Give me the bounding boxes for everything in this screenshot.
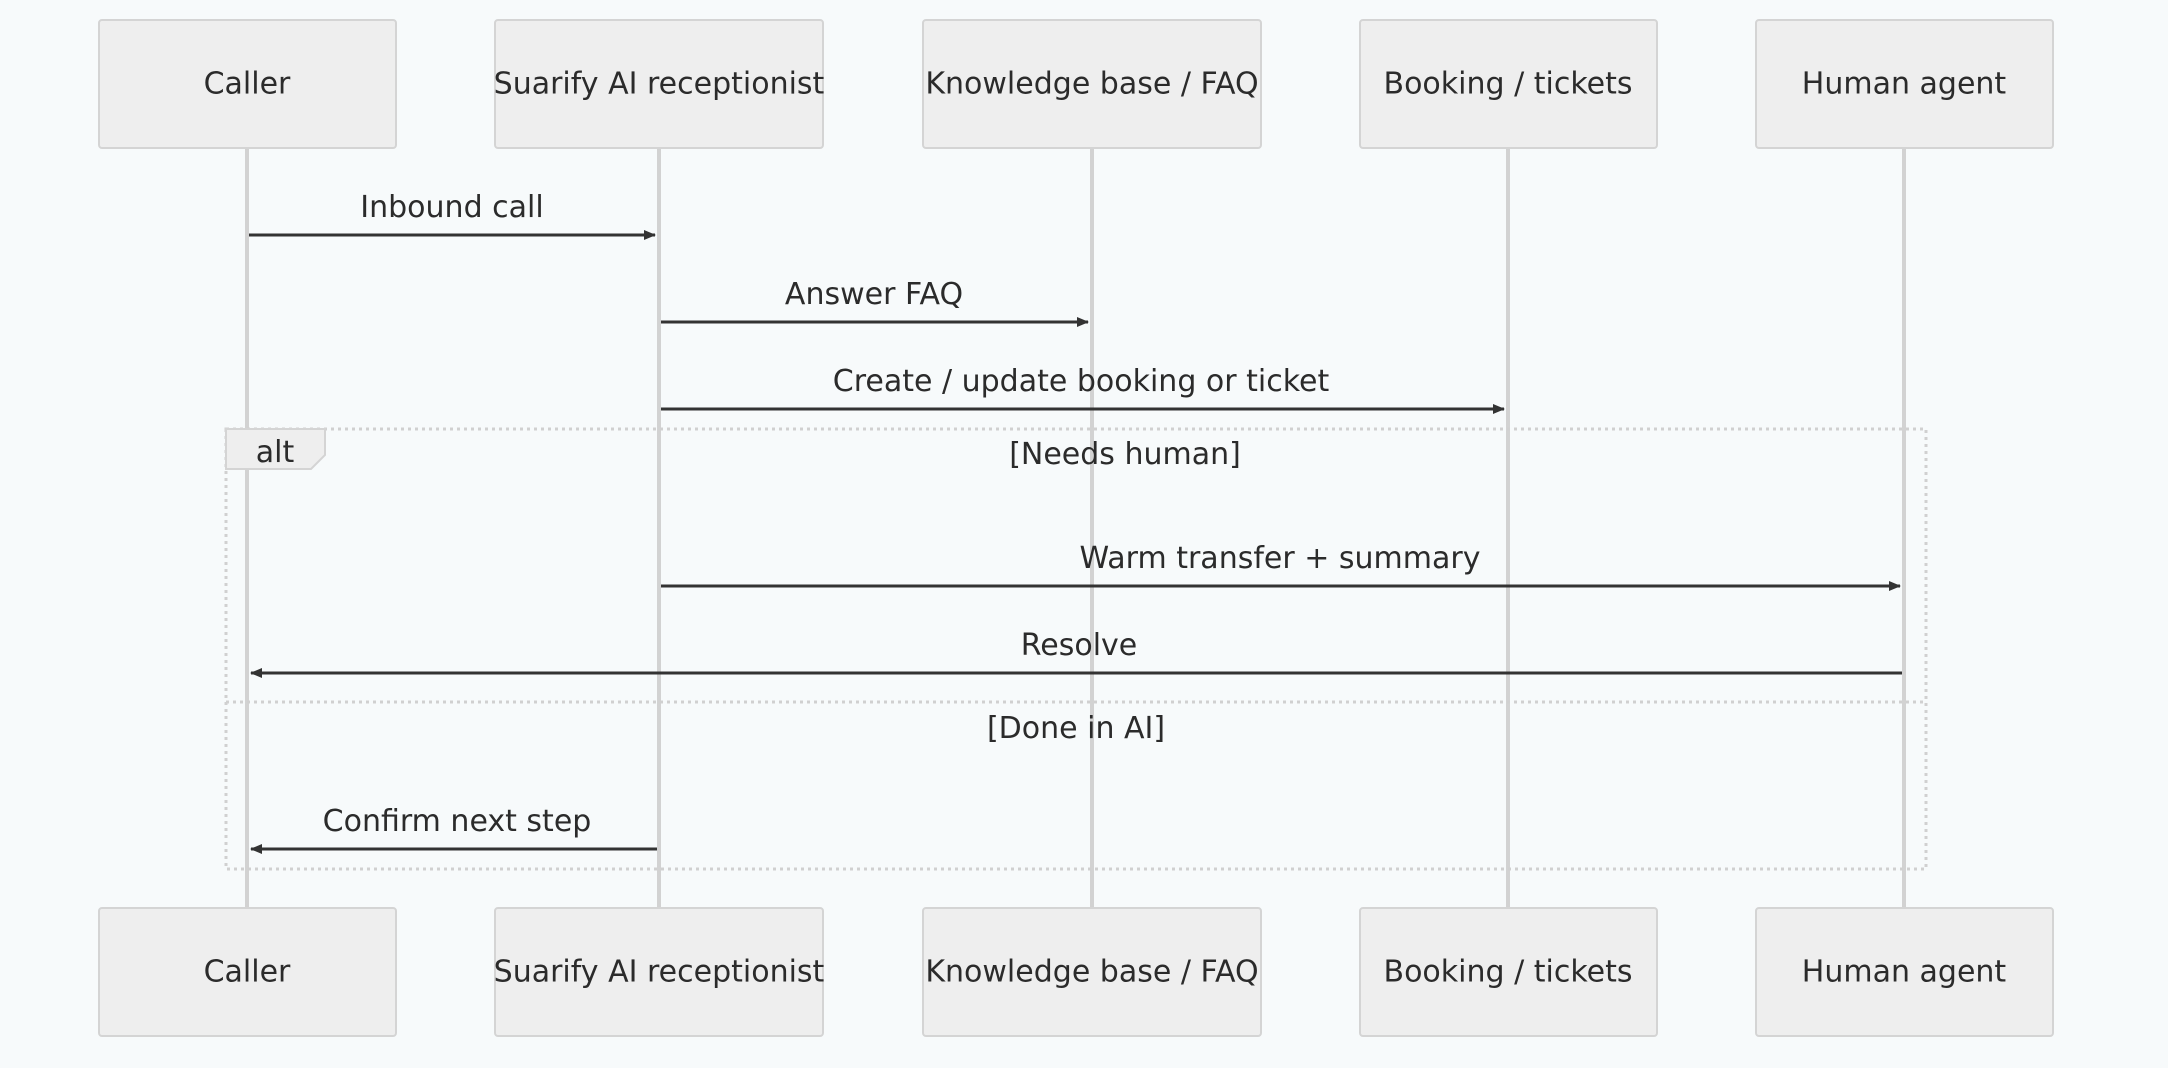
actor-caller-bottom: Caller xyxy=(98,907,397,1037)
actor-knowledge-base-top: Knowledge base / FAQ xyxy=(922,19,1262,149)
actor-label-ai-receptionist: Suarify AI receptionist xyxy=(494,67,825,102)
message-label-warm-transfer: Warm transfer + summary xyxy=(1080,541,1481,576)
actor-label-ai-receptionist: Suarify AI receptionist xyxy=(494,955,825,990)
actor-ai-receptionist-top: Suarify AI receptionist xyxy=(494,19,825,149)
alt-frame: alt [Needs human] [Done in AI] xyxy=(224,427,1928,871)
message-label-answer-faq: Answer FAQ xyxy=(785,277,963,312)
actor-label-booking: Booking / tickets xyxy=(1384,955,1633,990)
actor-knowledge-base-bottom: Knowledge base / FAQ xyxy=(922,907,1262,1037)
actor-human-agent-top: Human agent xyxy=(1755,19,2054,149)
message-label-inbound-call: Inbound call xyxy=(360,190,543,225)
actor-label-human-agent: Human agent xyxy=(1802,67,2007,102)
actors-bottom: Caller Suarify AI receptionist Knowledge… xyxy=(98,907,2054,1037)
messages: Inbound call Answer FAQ Create / update … xyxy=(249,190,1902,854)
alt-frame-tab xyxy=(225,428,326,470)
actor-label-caller: Caller xyxy=(204,955,291,990)
alt-condition-needs-human: [Needs human] xyxy=(1009,437,1241,472)
actor-label-human-agent: Human agent xyxy=(1802,955,2007,990)
actor-label-knowledge-base: Knowledge base / FAQ xyxy=(925,67,1258,102)
actor-caller-top: Caller xyxy=(98,19,397,149)
actor-booking-bottom: Booking / tickets xyxy=(1359,907,1658,1037)
message-label-create-booking: Create / update booking or ticket xyxy=(833,364,1330,399)
actor-human-agent-bottom: Human agent xyxy=(1755,907,2054,1037)
alt-frame-label: alt xyxy=(256,435,295,470)
actor-booking-top: Booking / tickets xyxy=(1359,19,1658,149)
alt-frame-border xyxy=(224,427,1928,871)
actor-label-caller: Caller xyxy=(204,67,291,102)
message-label-confirm-next-step: Confirm next step xyxy=(323,804,592,839)
actors-top: Caller Suarify AI receptionist Knowledge… xyxy=(98,19,2054,149)
actor-label-knowledge-base: Knowledge base / FAQ xyxy=(925,955,1258,990)
alt-condition-done-in-ai: [Done in AI] xyxy=(987,711,1165,746)
message-label-resolve: Resolve xyxy=(1021,628,1137,663)
actor-label-booking: Booking / tickets xyxy=(1384,67,1633,102)
lifelines xyxy=(245,148,1906,908)
actor-ai-receptionist-bottom: Suarify AI receptionist xyxy=(494,907,825,1037)
